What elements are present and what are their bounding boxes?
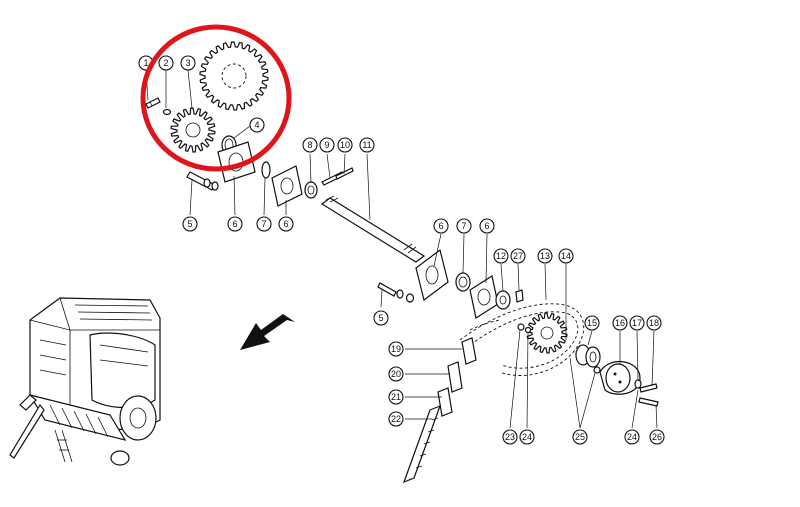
callout-14: 14 (558, 248, 574, 264)
svg-text:24: 24 (522, 432, 532, 442)
callout-5b: 5 (373, 310, 389, 326)
svg-text:17: 17 (632, 318, 642, 328)
callout-20: 20 (388, 366, 404, 382)
callout-12: 12 (493, 248, 509, 264)
svg-text:10: 10 (340, 140, 350, 150)
svg-text:23: 23 (505, 432, 515, 442)
callout-7b: 7 (456, 218, 472, 234)
svg-text:7: 7 (261, 219, 266, 229)
svg-text:18: 18 (649, 318, 659, 328)
small-sprocket (170, 107, 216, 153)
direction-arrow (240, 314, 295, 350)
svg-text:6: 6 (232, 219, 237, 229)
callout-17: 17 (629, 315, 645, 331)
svg-text:26: 26 (652, 432, 662, 442)
svg-text:2: 2 (163, 58, 168, 68)
callout-11: 11 (359, 137, 375, 153)
callout-6b: 6 (278, 216, 294, 232)
svg-text:3: 3 (185, 58, 190, 68)
svg-text:5: 5 (187, 219, 192, 229)
callout-9: 9 (319, 137, 335, 153)
chain-sprocket (526, 312, 568, 354)
callout-6c: 6 (433, 218, 449, 234)
svg-text:12: 12 (496, 251, 506, 261)
chain-sprocket-hub (540, 326, 554, 340)
svg-text:19: 19 (391, 344, 401, 354)
large-sprocket (199, 41, 269, 111)
svg-text:20: 20 (391, 369, 401, 379)
svg-text:4: 4 (254, 120, 259, 130)
callout-16: 16 (612, 315, 628, 331)
small-sprocket-hub (185, 122, 201, 138)
middle-bearing-assembly (377, 248, 524, 319)
svg-text:22: 22 (391, 414, 401, 424)
svg-text:7: 7 (461, 221, 466, 231)
callout-2: 2 (158, 55, 174, 71)
callout-25: 25 (572, 429, 588, 445)
callout-23: 23 (502, 429, 518, 445)
svg-text:25: 25 (575, 432, 585, 442)
svg-text:6: 6 (283, 219, 288, 229)
svg-text:27: 27 (513, 251, 523, 261)
callout-7: 7 (256, 216, 272, 232)
svg-text:24: 24 (627, 432, 637, 442)
svg-text:8: 8 (307, 140, 312, 150)
callout-4: 4 (249, 117, 265, 133)
callout-labels: 1 2 3 4 5 6 7 6 8 9 10 11 6 7 6 12 27 13… (138, 55, 665, 445)
large-sprocket-hub (221, 63, 247, 89)
callout-24b: 24 (624, 429, 640, 445)
callout-10: 10 (337, 137, 353, 153)
callout-15: 15 (584, 315, 600, 331)
svg-text:1: 1 (143, 58, 148, 68)
svg-text:11: 11 (362, 140, 371, 150)
callout-13: 13 (537, 248, 553, 264)
callout-22: 22 (388, 411, 404, 427)
callout-26: 26 (649, 429, 665, 445)
callout-6d: 6 (479, 218, 495, 234)
callout-27: 27 (510, 248, 526, 264)
callout-8: 8 (302, 137, 318, 153)
svg-text:6: 6 (484, 221, 489, 231)
svg-text:15: 15 (587, 318, 597, 328)
upper-sprocket-assembly (145, 41, 426, 263)
chain-drive-assembly (402, 303, 659, 484)
callout-6: 6 (227, 216, 243, 232)
svg-text:5: 5 (378, 313, 383, 323)
svg-text:21: 21 (391, 392, 401, 402)
svg-text:13: 13 (540, 251, 550, 261)
leader-lines (145, 69, 658, 429)
highlight-circle (140, 24, 292, 172)
callout-21: 21 (388, 389, 404, 405)
svg-text:6: 6 (438, 221, 443, 231)
callout-24: 24 (519, 429, 535, 445)
svg-text:9: 9 (324, 140, 329, 150)
callout-5: 5 (182, 216, 198, 232)
callout-19: 19 (388, 341, 404, 357)
svg-text:14: 14 (561, 251, 571, 261)
baler-machine-illustration (9, 297, 161, 466)
callout-3: 3 (180, 55, 196, 71)
callout-18: 18 (646, 315, 662, 331)
svg-text:16: 16 (615, 318, 625, 328)
